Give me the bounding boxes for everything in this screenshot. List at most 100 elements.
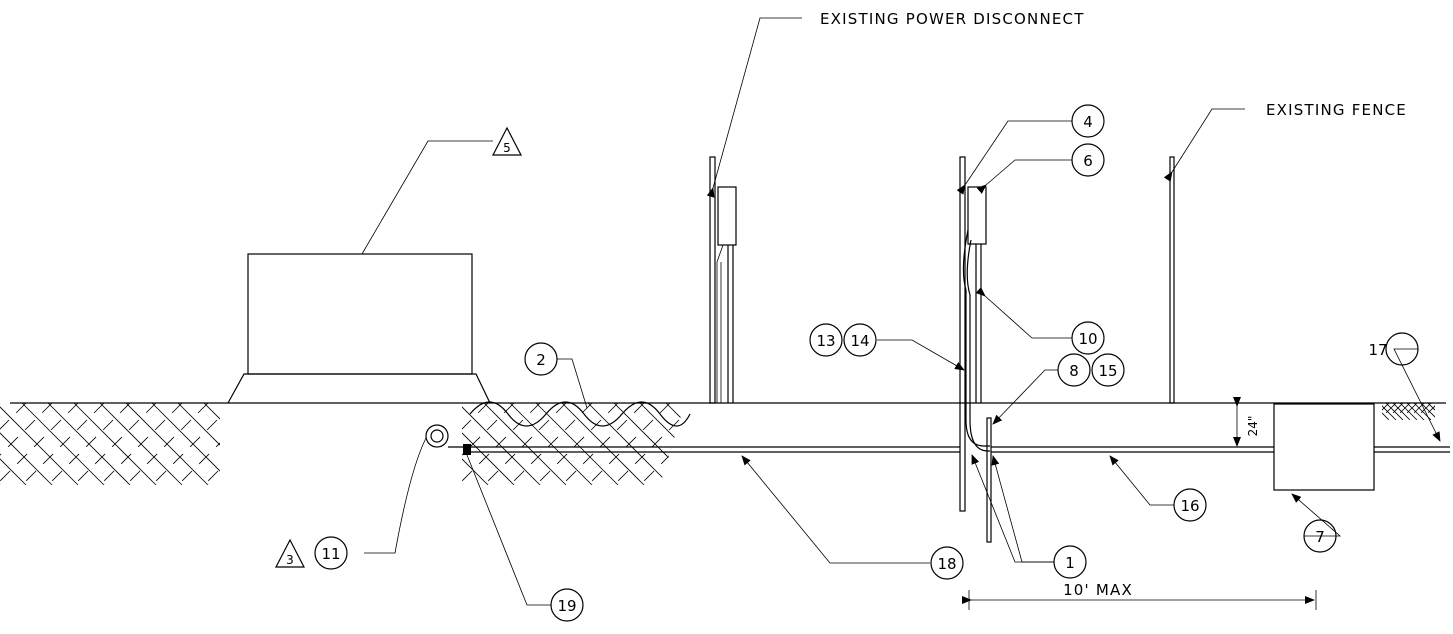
hatch-line bbox=[535, 403, 619, 485]
hatch-line bbox=[1392, 403, 1411, 420]
hatch-line bbox=[1406, 403, 1425, 420]
hatch-line bbox=[177, 403, 220, 485]
hatch-line bbox=[692, 403, 774, 485]
svg-text:5: 5 bbox=[503, 141, 511, 155]
svg-text:6: 6 bbox=[1083, 152, 1093, 170]
svg-text:17: 17 bbox=[1368, 341, 1387, 359]
delta-3: 3 bbox=[275, 538, 305, 568]
leader-11 bbox=[364, 437, 427, 554]
svg-text:13: 13 bbox=[816, 332, 835, 350]
hatch-line bbox=[462, 403, 463, 485]
ground-rod bbox=[986, 417, 992, 543]
hatch-line bbox=[692, 403, 774, 485]
hatch-line bbox=[1427, 403, 1435, 420]
hatch-line bbox=[1399, 403, 1418, 420]
leader-existing-fence bbox=[1163, 108, 1245, 182]
hatch-line bbox=[1442, 403, 1453, 420]
hatch-line bbox=[613, 403, 685, 485]
soil-hatch-left bbox=[0, 403, 364, 485]
hatch-line bbox=[0, 403, 27, 485]
svg-text:24": 24" bbox=[1246, 416, 1260, 437]
hatch-line bbox=[718, 403, 800, 485]
max-distance-dimension: 10' MAX bbox=[962, 581, 1317, 610]
callout-1: 1 bbox=[1053, 545, 1087, 579]
svg-text:10' MAX: 10' MAX bbox=[1063, 581, 1133, 599]
leader-1b bbox=[991, 455, 1054, 563]
leader-8-15 bbox=[992, 369, 1058, 425]
hatch-line bbox=[1382, 403, 1390, 420]
hatch-line bbox=[1413, 403, 1432, 420]
new-post bbox=[959, 156, 990, 512]
hatch-line bbox=[587, 403, 671, 485]
callout-15: 15 bbox=[1091, 353, 1125, 387]
hatch-line bbox=[203, 403, 220, 485]
svg-text:19: 19 bbox=[557, 597, 576, 615]
power-disconnect-post bbox=[709, 156, 737, 404]
leader-17 bbox=[1393, 348, 1441, 442]
svg-text:2: 2 bbox=[536, 351, 546, 369]
hatch-line bbox=[256, 403, 338, 485]
hatch-line bbox=[744, 403, 826, 485]
hatch-line bbox=[47, 403, 131, 485]
hatch-line bbox=[1442, 403, 1453, 420]
label-existing-power-disconnect: EXISTING POWER DISCONNECT bbox=[820, 10, 1085, 28]
depth-dimension: 24" bbox=[1233, 397, 1260, 447]
leader-19 bbox=[466, 454, 551, 606]
hatch-line bbox=[462, 403, 541, 485]
callout-4: 4 bbox=[1071, 104, 1105, 138]
callout-17: 17 bbox=[1368, 332, 1419, 366]
hatch-line bbox=[73, 403, 157, 485]
hatch-line bbox=[483, 403, 567, 485]
svg-text:14: 14 bbox=[850, 332, 869, 350]
ground-coil bbox=[425, 424, 449, 448]
handhole-box bbox=[1273, 403, 1375, 491]
hatch-line bbox=[462, 403, 515, 485]
svg-text:1: 1 bbox=[1065, 554, 1075, 572]
callout-16: 16 bbox=[1173, 488, 1207, 522]
hatch-line bbox=[462, 403, 489, 485]
svg-text:7: 7 bbox=[1315, 528, 1325, 546]
hatch-line bbox=[1434, 403, 1435, 420]
svg-text:8: 8 bbox=[1069, 362, 1079, 380]
hatch-line bbox=[125, 403, 209, 485]
leader-7 bbox=[1291, 493, 1342, 537]
existing-fence-post bbox=[1169, 156, 1175, 404]
hatch-line bbox=[0, 403, 79, 485]
hatch-line bbox=[256, 403, 338, 485]
svg-text:15: 15 bbox=[1098, 362, 1117, 380]
svg-text:3: 3 bbox=[286, 553, 294, 567]
leader-5 bbox=[361, 140, 493, 255]
leader-16 bbox=[1109, 455, 1174, 506]
svg-text:10: 10 bbox=[1078, 330, 1097, 348]
hatch-line bbox=[1382, 403, 1397, 420]
hatch-line bbox=[1449, 403, 1453, 420]
hatch-line bbox=[462, 403, 463, 485]
leader-6 bbox=[976, 159, 1072, 194]
delta-5: 5 bbox=[492, 126, 522, 156]
hatch-line bbox=[282, 403, 364, 485]
callout-19: 19 bbox=[550, 588, 584, 622]
hatch-line bbox=[665, 403, 685, 485]
callout-10: 10 bbox=[1071, 321, 1105, 355]
callout-18: 18 bbox=[930, 546, 964, 580]
hatch-line bbox=[509, 403, 593, 485]
leader-1a bbox=[971, 454, 1054, 563]
leader-4 bbox=[956, 120, 1072, 195]
callout-2: 2 bbox=[524, 342, 558, 376]
hatch-line bbox=[282, 403, 364, 485]
hatch-line bbox=[744, 403, 826, 485]
leader-2 bbox=[557, 358, 588, 409]
hatch-line bbox=[21, 403, 105, 485]
hatch-line bbox=[1434, 403, 1435, 420]
soil-hatch-right bbox=[1382, 403, 1453, 420]
soil-hatch-middle bbox=[462, 403, 826, 485]
callout-11: 11 bbox=[314, 536, 348, 570]
hatch-line bbox=[1382, 403, 1390, 420]
hatch-line bbox=[230, 403, 312, 485]
hatch-line bbox=[561, 403, 645, 485]
leader-10 bbox=[975, 287, 1072, 339]
callout-6: 6 bbox=[1071, 143, 1105, 177]
hatch-line bbox=[203, 403, 220, 485]
hatch-line bbox=[151, 403, 220, 485]
